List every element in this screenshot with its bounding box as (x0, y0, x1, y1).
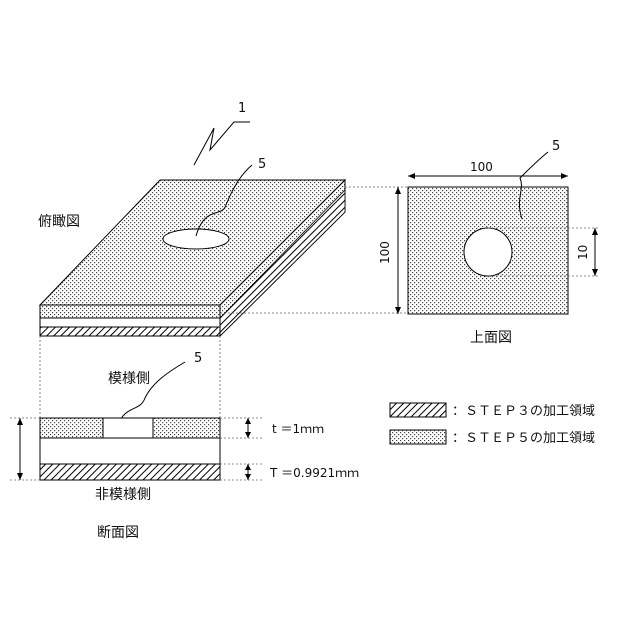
dim-height-text: 100 (378, 241, 392, 264)
arrow-t-bottom (245, 432, 251, 438)
section-view: 模様側 5 t ＝1ｍｍ T ＝0.992 (10, 351, 359, 541)
legend-step3-text: ：ＳＴＥＰ３の加工領域 (452, 403, 595, 419)
arrow-T-bottom (245, 474, 251, 480)
top-view: 5 100 100 10 上面図 (378, 139, 600, 346)
legend: ：ＳＴＥＰ３の加工領域 ：ＳＴＥＰ５の加工領域 (390, 403, 595, 446)
dim-T-text: T ＝0.9921ｍｍ (269, 466, 359, 480)
top-view-hole (464, 228, 512, 276)
section-upper-right (153, 418, 220, 438)
section-upper-left (40, 418, 103, 438)
arrow-width-right (561, 173, 568, 179)
arrow-hole-top (592, 228, 598, 235)
section-view-title: 断面図 (97, 525, 139, 541)
arrow-height-top (395, 187, 401, 194)
oblique-view-title: 俯瞰図 (38, 214, 80, 230)
dim-width-text: 100 (470, 160, 493, 174)
leader-1 (194, 122, 250, 165)
arrow-T-top (245, 464, 251, 470)
label-5-top: 5 (552, 139, 560, 154)
top-view-title: 上面図 (470, 330, 512, 346)
arrow-width-left (408, 173, 415, 179)
section-lower-hatch (40, 464, 220, 480)
section-middle (40, 438, 220, 464)
plate-front-dots (40, 305, 220, 318)
nonpattern-side-label: 非模様側 (95, 487, 151, 503)
legend-step5-swatch (390, 430, 446, 444)
label-5-oblique: 5 (258, 157, 266, 172)
section-upper-hole (103, 418, 153, 438)
legend-step3-swatch (390, 403, 446, 417)
arrow-total-top (17, 418, 23, 425)
oblique-view: 5 1 俯瞰図 (38, 101, 345, 336)
legend-step5-text: ：ＳＴＥＰ５の加工領域 (452, 430, 595, 446)
dim-t-text: t ＝1ｍｍ (272, 422, 324, 436)
plate-front-white (40, 318, 220, 327)
pattern-side-label: 模様側 (108, 371, 150, 387)
arrow-total-bottom (17, 473, 23, 480)
label-1: 1 (238, 101, 246, 116)
label-5-section: 5 (194, 351, 202, 366)
arrow-t-top (245, 418, 251, 424)
plate-front-hatch (40, 327, 220, 336)
oblique-hole (163, 229, 229, 249)
dim-hole-text: 10 (576, 245, 590, 260)
arrow-hole-bottom (592, 269, 598, 276)
